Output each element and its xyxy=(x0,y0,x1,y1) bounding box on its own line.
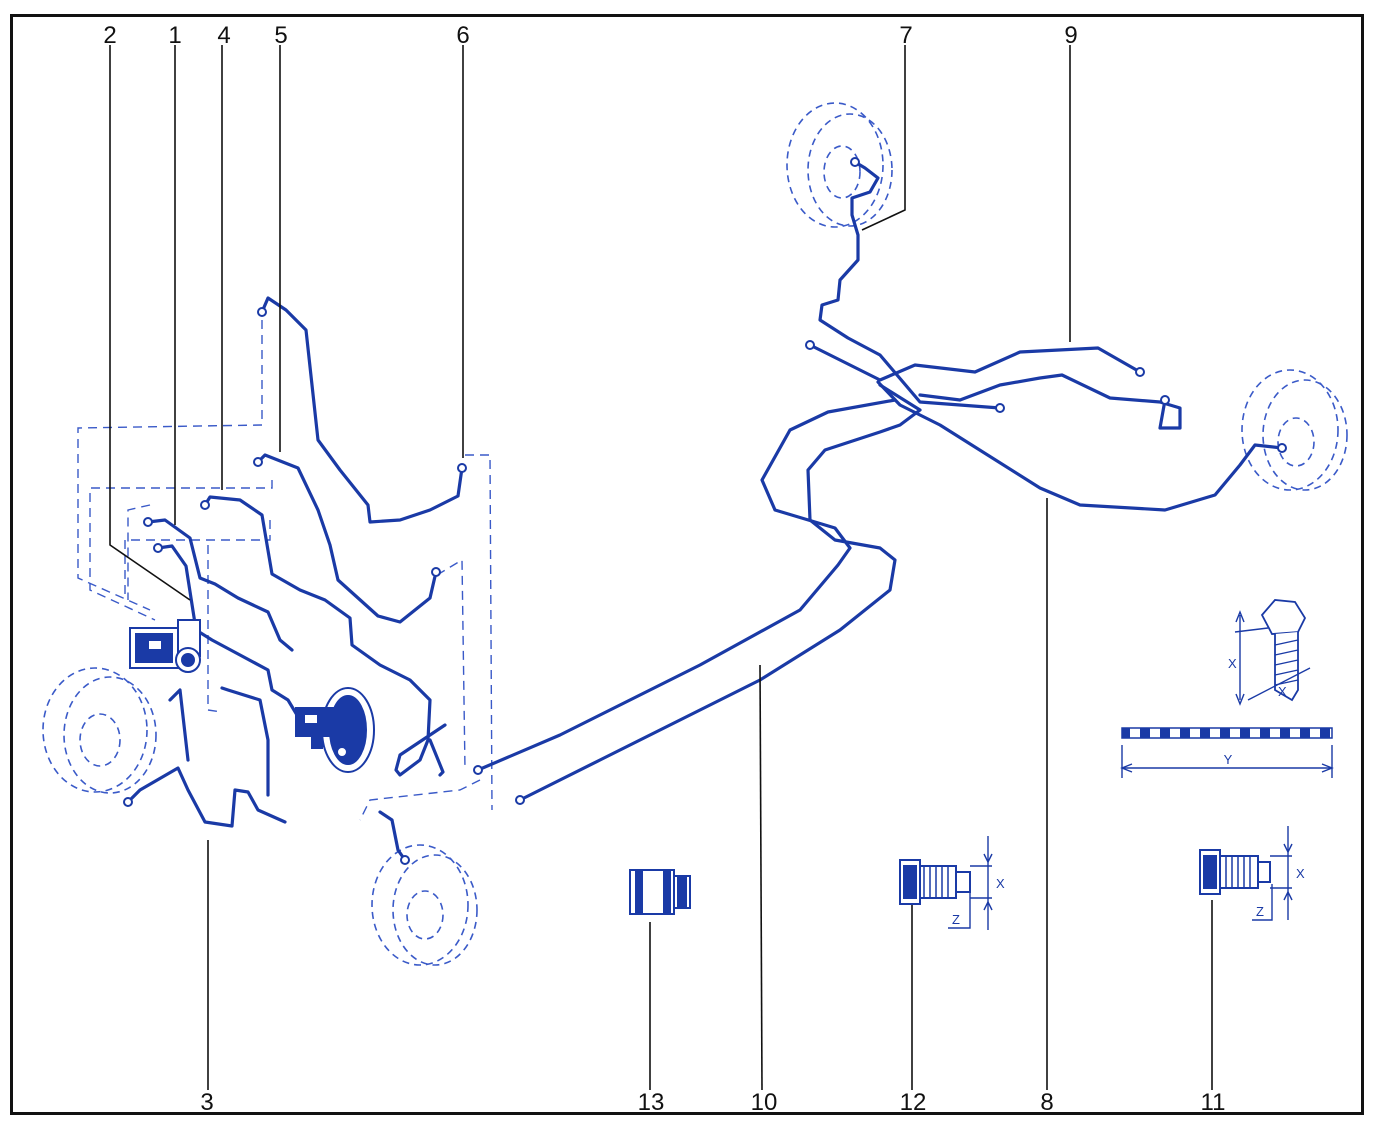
callout-3: 3 xyxy=(200,1089,213,1116)
master-cylinder xyxy=(295,687,375,773)
callout-1: 1 xyxy=(168,22,181,49)
wheel-front-left xyxy=(42,667,157,794)
dimension-part-11 xyxy=(1252,826,1293,921)
callout-11: 11 xyxy=(1201,1089,1226,1116)
diagram-frame xyxy=(10,14,1364,1115)
callout-8: 8 xyxy=(1040,1089,1053,1116)
callout-5: 5 xyxy=(274,22,287,49)
thread-gauge-bolt xyxy=(1260,599,1307,702)
dimension-bolt xyxy=(1234,610,1311,706)
wheel-rear-left xyxy=(371,844,478,966)
dim-label-z-part-12: Z xyxy=(952,912,960,927)
callout-7: 7 xyxy=(899,22,912,49)
brake-pipes xyxy=(126,160,1284,862)
dashed-connectors xyxy=(77,320,493,821)
dimension-part-12 xyxy=(948,836,993,930)
dim-label-y-ruler: Y xyxy=(1224,752,1233,767)
length-ruler xyxy=(1120,727,1334,778)
dim-label-z-part-11: Z xyxy=(1256,904,1264,919)
wheel-front-right xyxy=(786,102,893,228)
callout-9: 9 xyxy=(1064,22,1077,49)
callout-2: 2 xyxy=(103,22,116,49)
callout-12: 12 xyxy=(900,1089,927,1116)
wheel-rear-right xyxy=(1241,369,1348,491)
dim-label-x-bolt-base: X xyxy=(1278,684,1287,699)
union-nut-part-13 xyxy=(629,869,691,915)
pipe-fittings xyxy=(123,157,1287,865)
callout-4: 4 xyxy=(217,22,230,49)
dim-label-x-part-11: X xyxy=(1296,866,1305,881)
callout-leaders xyxy=(109,45,1213,1091)
male-union-part-12 xyxy=(899,859,971,905)
dim-label-x-bolt-side: X xyxy=(1228,656,1237,671)
dim-label-x-part-12: X xyxy=(996,876,1005,891)
callout-10: 10 xyxy=(751,1089,778,1116)
abs-module xyxy=(129,619,201,673)
male-union-part-11 xyxy=(1199,849,1271,895)
callout-6: 6 xyxy=(456,22,469,49)
callout-13: 13 xyxy=(638,1089,665,1116)
